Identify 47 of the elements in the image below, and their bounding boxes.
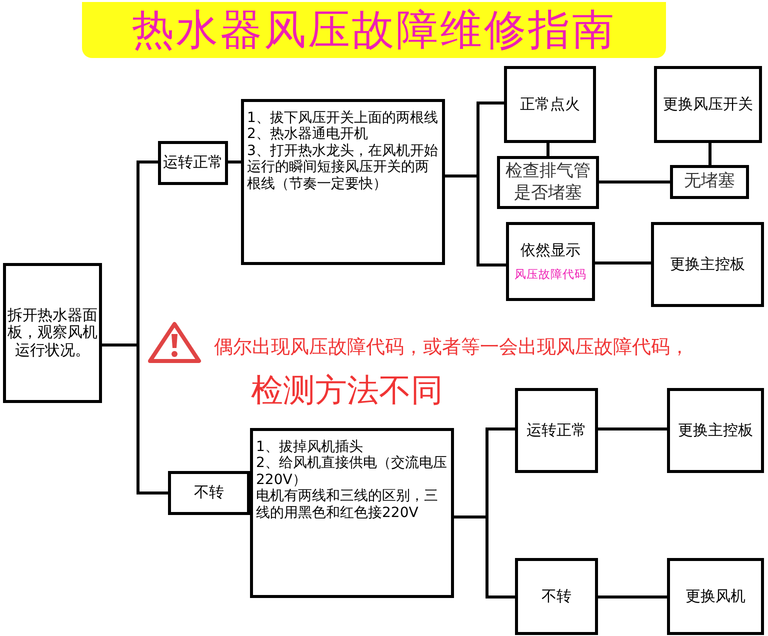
process-box xyxy=(506,222,595,301)
connector-line xyxy=(228,160,241,164)
node-label: 拆开热水器面板，观察风机运行状况。 xyxy=(6,307,98,359)
node-label: 不转 xyxy=(194,484,224,502)
node-label: 检查排气管是否堵塞 xyxy=(504,161,592,204)
process-box xyxy=(497,156,599,209)
process-box xyxy=(168,471,250,515)
instruction-box xyxy=(250,428,454,598)
step-text: 2、热水器通电开机 xyxy=(247,126,369,143)
connector-line xyxy=(598,428,667,430)
step-text: 1、拔下风压开关上面的两根线 xyxy=(247,110,439,126)
process-box xyxy=(3,263,102,403)
process-box xyxy=(667,558,764,635)
step-text: 电机有两线和三线的区别，三线的用黑色和红色接220V xyxy=(256,488,439,521)
connector-line xyxy=(598,596,667,598)
node-label: 运转正常 xyxy=(163,154,223,172)
node-label: 不转 xyxy=(542,588,572,606)
process-box xyxy=(654,66,762,143)
step-text: 2、给风机直接供电（交流电压220V） xyxy=(256,455,448,488)
node-label: 更换主控板 xyxy=(678,422,753,440)
step-text: 1、拔掉风机插头 xyxy=(256,439,364,455)
connector-line xyxy=(599,180,670,184)
step-text: 3、打开热水龙头，在风机开始运行的瞬间短接风压开关的两根线（节奏一定要快） xyxy=(247,142,439,192)
process-box xyxy=(515,558,598,635)
connector-line xyxy=(595,262,651,264)
error-code-text: 风压故障代码 xyxy=(514,268,586,281)
instruction-box xyxy=(241,99,445,265)
node-label: 依然显示 xyxy=(520,242,580,260)
connector-line xyxy=(546,143,550,156)
connector-line xyxy=(445,174,506,266)
process-box xyxy=(667,388,764,473)
process-box xyxy=(158,141,228,185)
process-box xyxy=(504,66,596,143)
node-label: 更换主控板 xyxy=(670,256,745,274)
node-label: 正常点火 xyxy=(520,96,580,114)
node-label: 更换风压开关 xyxy=(663,96,753,114)
process-box xyxy=(515,388,598,473)
title: 热水器风压故障维修指南 xyxy=(82,2,666,58)
connector-line xyxy=(454,516,515,598)
node-label: 更换风机 xyxy=(686,588,746,606)
process-box xyxy=(651,222,764,307)
process-box xyxy=(670,165,749,199)
node-label: 运转正常 xyxy=(526,422,586,440)
warning-text: 偶尔出现风压故障代码，或者等一会出现风压故障代码， xyxy=(214,335,689,360)
note-heading: 检测方法不同 xyxy=(251,370,443,411)
connector-line xyxy=(708,143,712,165)
node-label: 无堵塞 xyxy=(684,171,735,193)
